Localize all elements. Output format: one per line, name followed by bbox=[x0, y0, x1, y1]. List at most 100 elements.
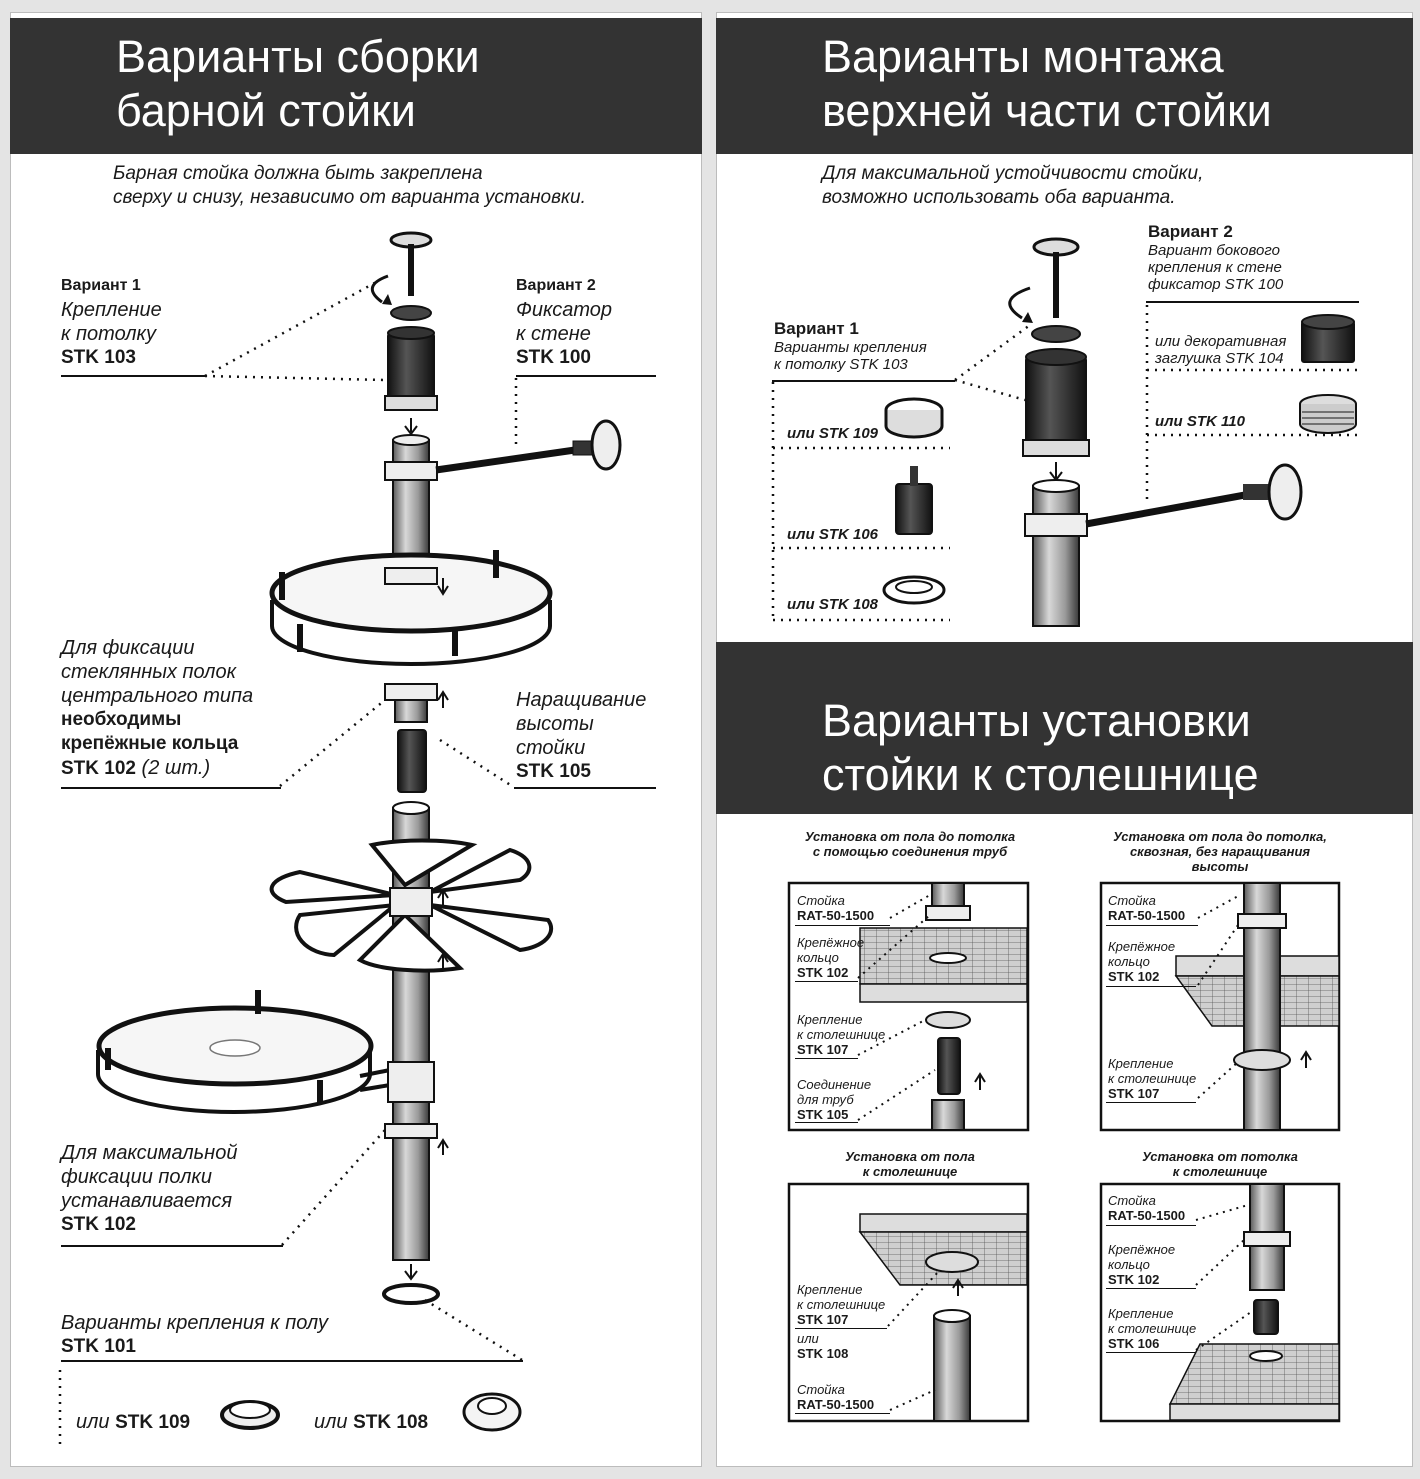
right-intro-line2: возможно использовать оба варианта. bbox=[822, 187, 1176, 208]
q3-or: или bbox=[797, 1331, 819, 1346]
q2-a-underline bbox=[1106, 925, 1198, 926]
q1-b-line1: Крепёжное bbox=[797, 935, 865, 950]
q4-c-line1: Крепление bbox=[1108, 1306, 1174, 1321]
left-v2-code: STK 100 bbox=[516, 347, 591, 368]
left-v1-label: Вариант 1 Крепление к потолку STK 103 bbox=[61, 274, 162, 370]
left-ext-line1: Наращивание bbox=[516, 689, 647, 711]
left-opt-b-pre: или bbox=[314, 1411, 348, 1433]
right-opt-stk110: или STK 110 bbox=[1155, 413, 1245, 430]
q4-b-underline bbox=[1106, 1288, 1196, 1289]
right-v2-line3: фиксатор STK 100 bbox=[1148, 276, 1284, 293]
q2-caption-line3: высоты bbox=[1191, 859, 1249, 874]
q1-caption-line1: Установка от пола до потолка bbox=[804, 829, 1016, 844]
right-opt-stk108: или STK 108 bbox=[787, 596, 879, 613]
left-opt-stk109: или STK 109 bbox=[76, 1410, 190, 1435]
q4-b-line2: кольцо bbox=[1108, 1257, 1150, 1272]
q1-b-line2: кольцо bbox=[797, 950, 839, 965]
right-bottom-title-line1: Варианты установки bbox=[822, 695, 1251, 746]
q1-a-line2: RAT-50-1500 bbox=[797, 908, 875, 923]
left-ext-underline bbox=[514, 787, 656, 789]
q4-b-line3: STK 102 bbox=[1108, 1272, 1160, 1287]
q2-b-line2: кольцо bbox=[1108, 954, 1150, 969]
left-rings-underline bbox=[61, 787, 281, 789]
right-v1-line1: Варианты крепления bbox=[774, 339, 927, 356]
right-opt-stk109: или STK 109 bbox=[787, 425, 879, 442]
left-maxfix-line3: устанавливается bbox=[61, 1190, 233, 1212]
left-v2-head: Вариант 2 bbox=[516, 277, 596, 294]
left-v1-line2: к потолку bbox=[61, 323, 156, 345]
q2-a-line2: RAT-50-1500 bbox=[1108, 908, 1186, 923]
q2-caption-line2: сквозная, без наращивания bbox=[1129, 844, 1311, 859]
right-bottom-title-line2: стойки к столешнице bbox=[822, 749, 1259, 800]
left-rings-qty: (2 шт.) bbox=[141, 757, 211, 779]
q4-caption: Установка от потолка к столешнице bbox=[1085, 1149, 1355, 1179]
q3-c-underline bbox=[795, 1413, 890, 1414]
left-floor-code: STK 101 bbox=[61, 1336, 136, 1357]
left-ext-line3: стойки bbox=[516, 737, 586, 759]
right-v2-line2: крепления к стене bbox=[1148, 259, 1282, 276]
left-assembly-drawing bbox=[58, 231, 622, 1448]
q1-label-a: Стойка RAT-50-1500 bbox=[797, 893, 874, 923]
left-rings-line2: стеклянных полок bbox=[61, 661, 237, 683]
left-rings-label: Для фиксации стеклянных полок центрально… bbox=[61, 636, 253, 781]
right-v1-underline bbox=[772, 380, 955, 382]
q1-b-line3: STK 102 bbox=[797, 965, 849, 980]
q3-caption-line2: к столешнице bbox=[862, 1164, 958, 1179]
left-floor-underline bbox=[61, 1360, 523, 1362]
q1-c-line2: к столешнице bbox=[797, 1027, 886, 1042]
left-rings-line4: необходимы bbox=[61, 709, 182, 730]
left-opt-stk108: или STK 108 bbox=[314, 1410, 428, 1435]
q4-caption-line1: Установка от потолка bbox=[1142, 1149, 1298, 1164]
q1-c-line3: STK 107 bbox=[797, 1042, 849, 1057]
q4-a-line1: Стойка bbox=[1108, 1193, 1156, 1208]
q2-label-b: Крепёжное кольцо STK 102 bbox=[1108, 939, 1175, 984]
q2-c-line2: к столешнице bbox=[1108, 1071, 1197, 1086]
right-intro-line1: Для максимальной устойчивости стойки, bbox=[822, 163, 1204, 184]
q1-d-underline bbox=[795, 1122, 858, 1123]
q3-a-line1: Крепление bbox=[797, 1282, 863, 1297]
left-v1-code: STK 103 bbox=[61, 347, 136, 368]
q3-caption: Установка от пола к столешнице bbox=[775, 1149, 1045, 1179]
right-opt-decorative: или декоративная заглушка STK 104 bbox=[1155, 333, 1286, 367]
left-v1-head: Вариант 1 bbox=[61, 277, 141, 294]
left-opt-a-pre: или bbox=[76, 1411, 110, 1433]
left-rings-line3: центрального типа bbox=[61, 685, 254, 707]
q4-c-underline bbox=[1106, 1352, 1196, 1353]
right-top-title-line2: верхней части стойки bbox=[822, 85, 1272, 136]
left-title-line1: Варианты сборки bbox=[116, 31, 480, 82]
left-title-line2: барной стойки bbox=[116, 85, 416, 136]
left-panel bbox=[10, 12, 702, 1467]
q3-a-underline bbox=[795, 1328, 887, 1329]
q4-a-line2: RAT-50-1500 bbox=[1108, 1208, 1186, 1223]
left-floor-line1: Варианты крепления к полу bbox=[61, 1312, 328, 1334]
left-maxfix-label: Для максимальной фиксации полки устанавл… bbox=[61, 1141, 237, 1237]
left-title: Варианты сборки барной стойки bbox=[10, 18, 702, 154]
left-v1-underline bbox=[61, 375, 205, 377]
q1-d-line2: для труб bbox=[797, 1092, 854, 1107]
right-opt-dec-line1: или декоративная bbox=[1155, 333, 1287, 350]
q2-c-underline bbox=[1106, 1102, 1196, 1103]
q3-label-a: Крепление к столешнице STK 107 bbox=[797, 1282, 885, 1327]
q4-c-line2: к столешнице bbox=[1108, 1321, 1197, 1336]
left-maxfix-line2: фиксации полки bbox=[61, 1166, 212, 1188]
q1-a-underline bbox=[795, 925, 890, 926]
right-v2-underline bbox=[1146, 301, 1359, 303]
q3-c-line2: RAT-50-1500 bbox=[797, 1397, 875, 1412]
q1-b-underline bbox=[795, 981, 858, 982]
q2-caption-line1: Установка от пола до потолка, bbox=[1113, 829, 1327, 844]
left-intro-line2: сверху и снизу, независимо от варианта у… bbox=[113, 187, 586, 208]
q2-label-a: Стойка RAT-50-1500 bbox=[1108, 893, 1185, 923]
left-v2-line2: к стене bbox=[516, 323, 591, 345]
right-top-title-line1: Варианты монтажа bbox=[822, 31, 1224, 82]
q2-b-line1: Крепёжное bbox=[1108, 939, 1176, 954]
left-opt-b-code: STK 108 bbox=[353, 1412, 429, 1433]
left-rings-code: STK 102 bbox=[61, 758, 136, 779]
left-opt-a-code: STK 109 bbox=[115, 1412, 191, 1433]
q1-c-line1: Крепление bbox=[797, 1012, 863, 1027]
left-rings-line5: крепёжные кольца bbox=[61, 733, 239, 754]
q1-caption-line2: с помощью соединения труб bbox=[812, 844, 1008, 859]
right-opt-stk106: или STK 106 bbox=[787, 526, 879, 543]
left-ext-code: STK 105 bbox=[516, 761, 591, 782]
q1-label-b: Крепёжное кольцо STK 102 bbox=[797, 935, 864, 980]
